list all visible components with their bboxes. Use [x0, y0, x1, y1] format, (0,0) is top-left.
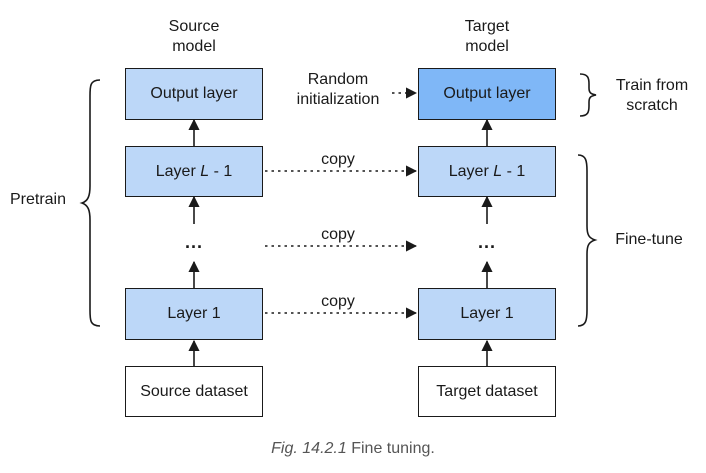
- target-layer-l-suffix: - 1: [502, 162, 526, 180]
- copy-label-layer1: copy: [321, 293, 355, 310]
- target-layer-1-label: Layer 1: [460, 305, 514, 322]
- source-output-layer-label: Output layer: [150, 85, 238, 102]
- source-ellipsis: ...: [184, 232, 203, 252]
- train-scratch-line1: Train from: [615, 77, 689, 94]
- target-header-line1: Target: [464, 18, 510, 35]
- target-layer-l-prefix: Layer: [448, 162, 494, 180]
- source-output-layer: Output layer: [125, 68, 263, 120]
- target-layer-l-var: L: [493, 162, 503, 180]
- train-scratch-brace: [579, 73, 597, 117]
- copy-label-dots: copy: [321, 226, 355, 243]
- target-output-layer-label: Output layer: [443, 85, 531, 102]
- figure-number: Fig. 14.2.1: [271, 440, 347, 457]
- target-dataset: Target dataset: [418, 366, 556, 417]
- source-layer-l-var: L: [200, 162, 210, 180]
- source-dataset: Source dataset: [125, 366, 263, 417]
- target-layer-1: Layer 1: [418, 288, 556, 340]
- random-init-label: Random initialization: [282, 70, 394, 110]
- source-model-header: Source model: [154, 17, 234, 57]
- target-output-layer: Output layer: [418, 68, 556, 120]
- train-from-scratch-label: Train from scratch: [604, 76, 700, 116]
- copy-label-layerl: copy: [321, 151, 355, 168]
- source-dataset-label: Source dataset: [140, 382, 248, 400]
- target-layer-l-label: Layer L - 1: [449, 163, 526, 181]
- fine-tune-label: Fine-tune: [615, 231, 683, 248]
- random-init-line1: Random: [307, 71, 369, 88]
- pretrain-brace: [79, 79, 101, 327]
- train-scratch-line2: scratch: [626, 97, 678, 114]
- fine-tune-brace: [577, 154, 598, 327]
- target-model-header: Target model: [447, 17, 527, 57]
- source-layer-l-minus-1: Layer L - 1: [125, 146, 263, 197]
- source-layer-l-suffix: - 1: [209, 162, 233, 180]
- target-layer-l-minus-1: Layer L - 1: [418, 146, 556, 197]
- source-layer-1: Layer 1: [125, 288, 263, 340]
- source-layer-l-label: Layer L - 1: [156, 163, 233, 181]
- source-header-line1: Source: [168, 18, 220, 35]
- source-layer-l-prefix: Layer: [155, 162, 201, 180]
- target-ellipsis: ...: [477, 232, 496, 252]
- pretrain-label: Pretrain: [9, 191, 67, 208]
- random-init-line2: initialization: [296, 91, 380, 108]
- figure-caption: Fig. 14.2.1 Fine tuning.: [0, 440, 706, 458]
- source-header-line2: model: [172, 38, 216, 55]
- target-header-line2: model: [465, 38, 509, 55]
- target-dataset-label: Target dataset: [436, 382, 538, 400]
- source-layer-1-label: Layer 1: [167, 305, 221, 322]
- figure-caption-text: Fine tuning.: [346, 440, 435, 457]
